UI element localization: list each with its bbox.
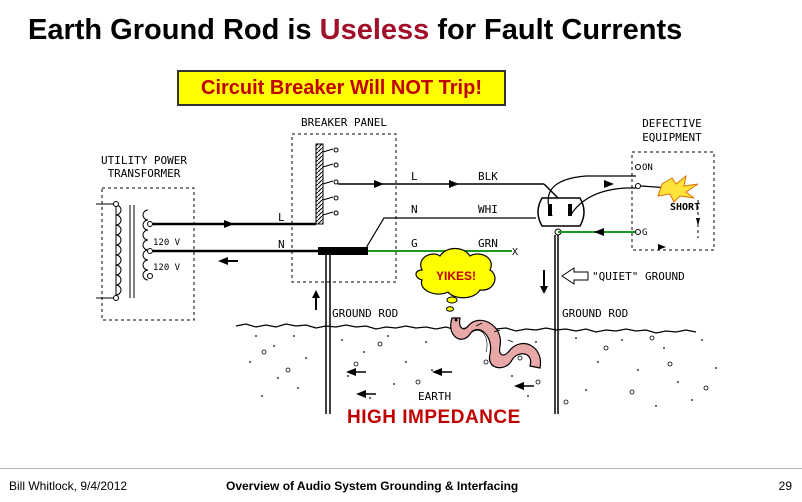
callout-box: Circuit Breaker Will NOT Trip!	[177, 70, 506, 106]
transformer-label-2: TRANSFORMER	[108, 167, 181, 180]
title-part-2: for Fault Currents	[429, 14, 683, 46]
footer-rule	[0, 468, 802, 469]
transformer-box	[101, 187, 195, 321]
equip-g-label: G	[642, 228, 647, 238]
breaker-panel-label: BREAKER PANEL	[301, 116, 387, 129]
voltage-top-label: 120 V	[153, 238, 181, 248]
quiet-ground-arrow	[561, 267, 589, 285]
transformer-label-1: UTILITY POWER	[101, 154, 187, 167]
panel-n-label: N	[278, 238, 285, 251]
breaker-panel-box	[291, 133, 397, 283]
footer-title: Overview of Audio System Grounding & Int…	[226, 479, 519, 493]
title-part-1: Earth Ground Rod is	[28, 14, 320, 46]
title-highlight: Useless	[319, 14, 430, 46]
equipment-label-2: EQUIPMENT	[642, 131, 702, 144]
worm-icon	[450, 317, 542, 369]
wire-grn-label: GRN	[478, 237, 498, 250]
arrow-left-transformer	[218, 257, 228, 265]
panel-l-label: L	[278, 211, 285, 224]
ground-rod-right-label: GROUND ROD	[562, 307, 628, 320]
yikes-label: YIKES!	[436, 269, 476, 283]
wire-blk-label: BLK	[478, 170, 498, 183]
slide-title: Earth Ground Rod is Useless for Fault Cu…	[28, 14, 682, 47]
wire-n-label: N	[411, 203, 418, 216]
equip-on-label: ON	[642, 163, 653, 173]
wire-whi-label: WHI	[478, 203, 498, 216]
quiet-ground-label: "QUIET" GROUND	[592, 270, 685, 283]
x-mark: X	[512, 247, 518, 258]
circuit-diagram: UTILITY POWER TRANSFORMER 120 V 120 V BR…	[66, 100, 740, 430]
high-impedance-label: HIGH IMPEDANCE	[347, 407, 521, 428]
earth-label: EARTH	[418, 390, 451, 403]
voltage-bottom-label: 120 V	[153, 263, 181, 273]
soil-pebbles	[261, 335, 709, 405]
page-number: 29	[778, 479, 792, 493]
short-spark-icon	[657, 174, 699, 203]
equipment-label-1: DEFECTIVE	[642, 117, 702, 130]
neutral-ground-bus	[318, 247, 368, 255]
wire-g-label: G	[411, 237, 418, 250]
short-label: SHORT	[670, 202, 700, 213]
outlet	[537, 197, 585, 227]
wire-l-label: L	[411, 170, 418, 183]
transformer-primary-coil	[115, 204, 149, 298]
ground-rod-left-label: GROUND ROD	[332, 307, 398, 320]
panel-bus-bar	[315, 143, 324, 225]
arrow-right-transformer	[224, 220, 234, 228]
breaker-switches	[322, 147, 339, 216]
soil-speckles	[249, 335, 717, 407]
yikes-cloud	[415, 247, 496, 299]
footer-author: Bill Whitlock, 9/4/2012	[9, 479, 128, 493]
